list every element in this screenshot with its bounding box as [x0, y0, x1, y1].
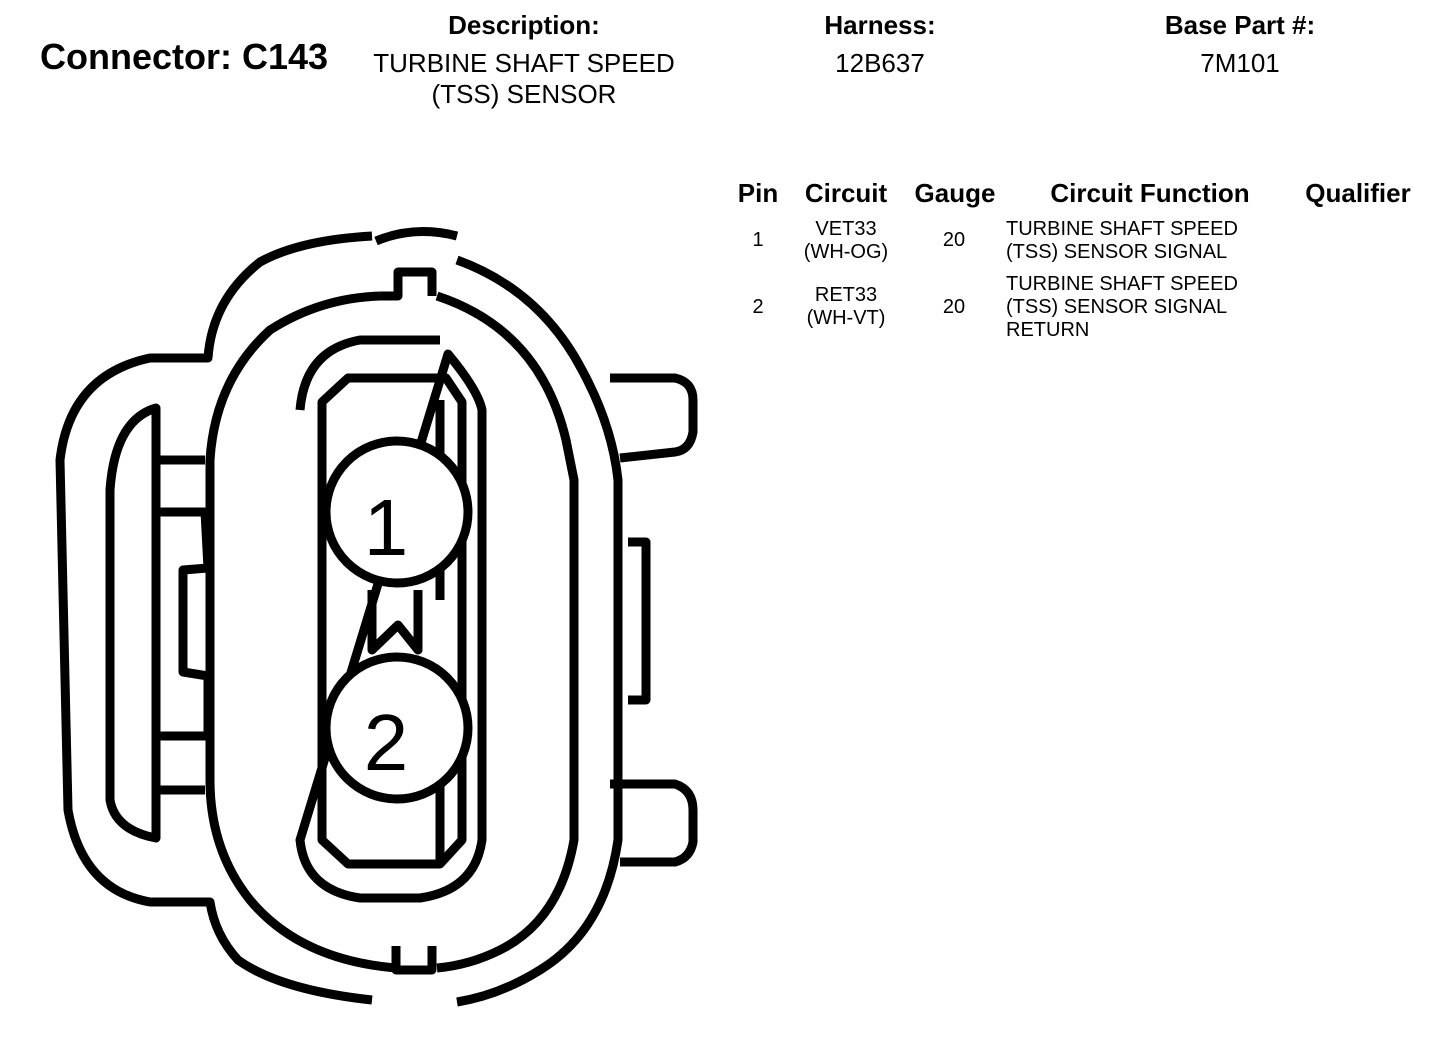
row-2-pin: 2: [752, 296, 764, 318]
column-header-gauge: Gauge: [914, 178, 996, 208]
row-1-circuit-code: VET33: [815, 218, 877, 240]
base-part-label: Base Part #:: [1164, 10, 1316, 40]
row-1-function-line: (TSS) SENSOR SIGNAL: [1006, 241, 1228, 263]
connector-outer-shroud: [55, 227, 623, 1007]
pin-2-label: 2: [364, 698, 409, 787]
row-2-circuit-function: TURBINE SHAFT SPEED (TSS) SENSOR SIGNAL …: [1006, 273, 1238, 342]
connector-title: Connector: C143: [40, 36, 329, 77]
harness-label: Harness:: [824, 10, 936, 40]
row-1-circuit-color: (WH-OG): [803, 241, 889, 263]
pin-cavity-outer: [295, 335, 487, 903]
left-step-profile: [160, 455, 213, 795]
row-2-function-line: (TSS) SENSOR SIGNAL: [1006, 296, 1228, 318]
inner-housing: [205, 291, 579, 973]
description-line-1: TURBINE SHAFT SPEED: [373, 48, 675, 78]
column-header-circuit-function: Circuit Function: [1050, 178, 1250, 208]
description-label: Description:: [448, 10, 600, 40]
description-value: TURBINE SHAFT SPEED (TSS) SENSOR: [364, 48, 684, 110]
right-tab-middle: [628, 537, 651, 705]
row-1-gauge: 20: [942, 229, 966, 251]
row-1-circuit: VET33 (WH-OG): [790, 218, 902, 264]
harness-value: 12B637: [835, 48, 925, 78]
column-header-qualifier: Qualifier: [1305, 178, 1411, 208]
pin-1-label: 1: [364, 483, 409, 572]
description-line-2: (TSS) SENSOR: [431, 79, 617, 109]
row-1-pin: 1: [752, 229, 764, 251]
bottom-key: [391, 946, 437, 975]
row-2-circuit-color: (WH-VT): [806, 307, 886, 329]
left-latch-arc: [105, 403, 161, 843]
row-2-function-line: TURBINE SHAFT SPEED: [1006, 273, 1238, 295]
pin-bridge: [367, 590, 423, 655]
top-key: [380, 267, 437, 301]
right-tab-upper: [610, 373, 698, 463]
row-2-gauge: 20: [942, 296, 966, 318]
right-tab-lower: [610, 779, 698, 867]
base-part-value: 7M101: [1200, 48, 1280, 78]
row-1-function-line: TURBINE SHAFT SPEED: [1006, 218, 1238, 240]
pin-cavity-inner: [317, 373, 467, 869]
row-2-circuit-code: RET33: [814, 284, 878, 306]
column-header-pin: Pin: [737, 178, 779, 208]
row-2-function-line: RETURN: [1006, 319, 1090, 341]
column-header-circuit: Circuit: [804, 178, 888, 208]
pin-2-circle: [321, 652, 473, 804]
row-2-circuit: RET33 (WH-VT): [790, 284, 902, 330]
row-1-circuit-function: TURBINE SHAFT SPEED (TSS) SENSOR SIGNAL: [1006, 218, 1238, 264]
pin-1-circle: [321, 436, 473, 588]
